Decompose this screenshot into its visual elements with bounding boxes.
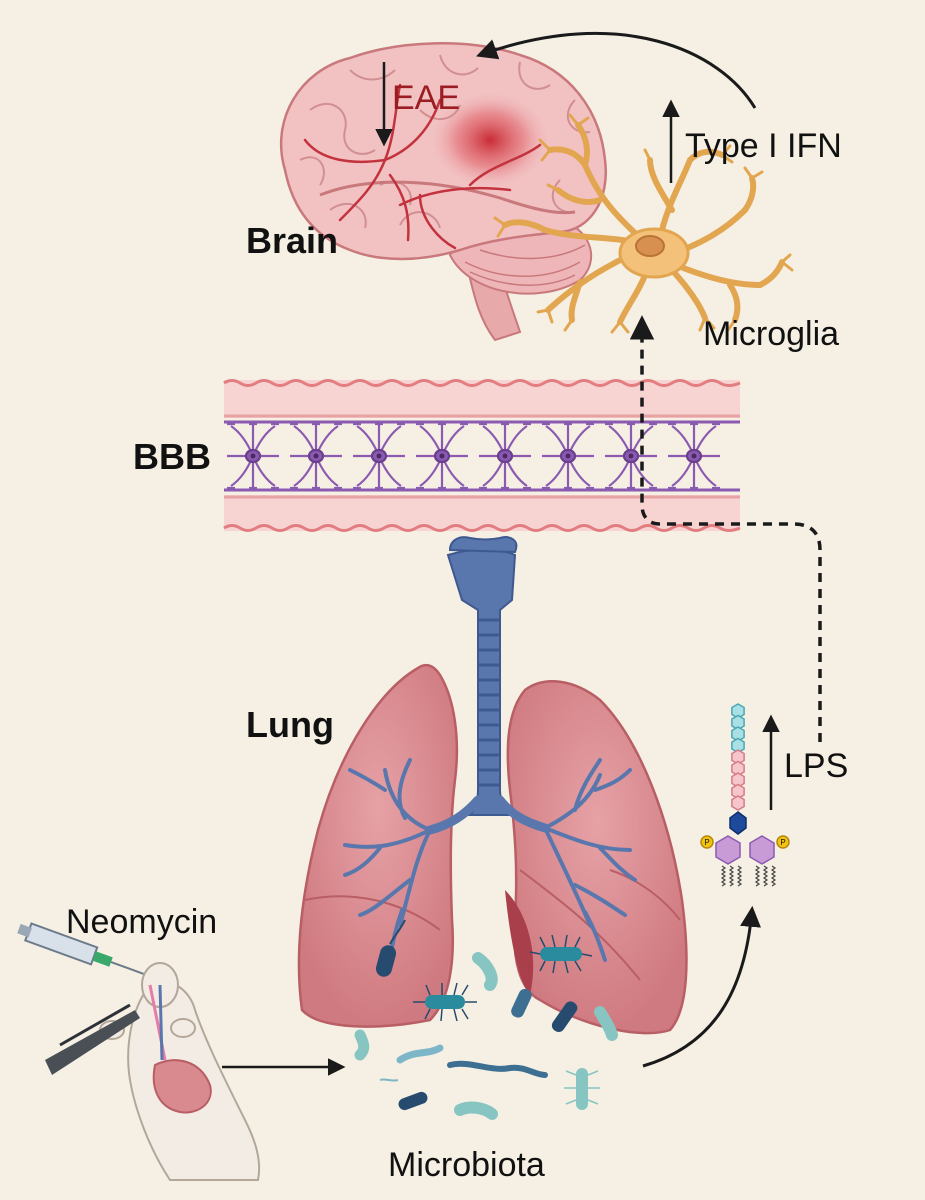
lps-to-microglia-dashed-arrow — [629, 315, 822, 742]
neomycin-label: Neomycin — [66, 903, 218, 941]
astrocyte — [353, 422, 405, 490]
astrocyte — [227, 422, 279, 490]
brain-illustration — [279, 42, 608, 342]
astrocyte — [479, 422, 531, 490]
lps-label: LPS — [784, 747, 849, 785]
astrocyte — [290, 422, 342, 490]
phosphate-label-right: P — [780, 838, 785, 847]
bacteria-cluster — [354, 919, 618, 1120]
lung-label: Lung — [246, 704, 334, 745]
blood-brain-barrier — [223, 379, 741, 532]
astrocyte — [605, 422, 657, 490]
microbiota-to-lps-arrow — [642, 905, 761, 1068]
type-i-ifn-label: Type I IFN — [685, 127, 842, 165]
astrocyte — [416, 422, 468, 490]
eae-label: EAE — [392, 79, 461, 117]
lps-molecule: P P — [700, 703, 790, 887]
mouse-intratracheal-injection — [17, 922, 261, 1181]
lung-illustration — [297, 536, 688, 1035]
brain-label: Brain — [246, 220, 339, 261]
microbiota-label: Microbiota — [388, 1146, 545, 1184]
microglia-label: Microglia — [703, 315, 840, 353]
bbb-label: BBB — [133, 436, 211, 477]
ifn-to-brain-arrow — [476, 31, 757, 109]
astrocyte — [668, 422, 720, 490]
astrocyte — [542, 422, 594, 490]
microglia-cell — [493, 113, 794, 334]
sugar-unit — [731, 795, 745, 811]
phosphate-label-left: P — [704, 838, 709, 847]
